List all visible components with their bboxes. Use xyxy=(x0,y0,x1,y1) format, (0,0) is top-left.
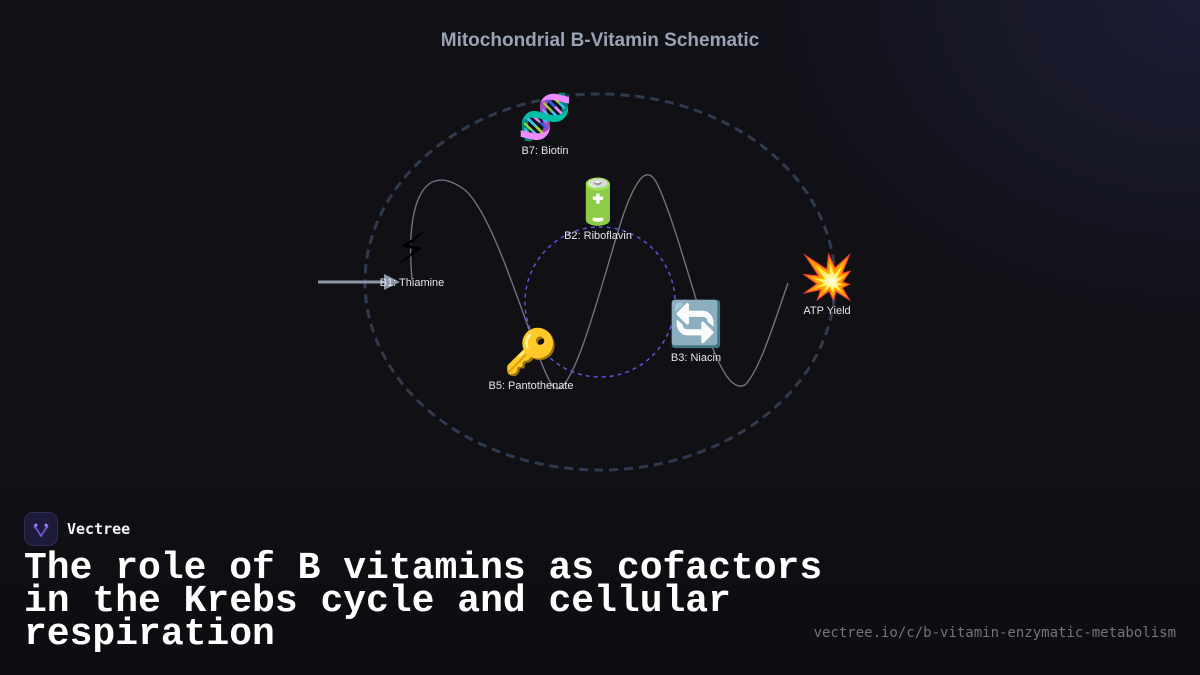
vectree-logo-icon xyxy=(24,512,58,546)
key-icon: 🔑 xyxy=(503,327,559,378)
diagram-title: Mitochondrial B-Vitamin Schematic xyxy=(440,30,760,51)
battery-icon: 🔋 xyxy=(570,177,626,228)
brand[interactable]: Vectree xyxy=(24,512,130,546)
node-label: B3: Niacin xyxy=(670,352,722,364)
node-label: B5: Pantothenate xyxy=(488,380,574,392)
node-label: B7: Biotin xyxy=(521,145,569,157)
node-label: B1: Thiamine xyxy=(379,277,445,289)
headline: The role of B vitamins as cofactors in t… xyxy=(24,547,823,656)
node-b1-thiamine: ⚡ B1: Thiamine xyxy=(332,224,492,290)
page-url[interactable]: vectree.io/c/b-vitamin-enzymatic-metabol… xyxy=(813,625,1176,641)
node-atp-yield: 💥 ATP Yield xyxy=(747,252,907,318)
explosion-icon: 💥 xyxy=(799,252,855,303)
node-b2-riboflavin: 🔋 B2: Riboflavin xyxy=(518,177,678,243)
node-b7-biotin: 🧬 B7: Biotin xyxy=(465,92,625,158)
node-b5-pantothenate: 🔑 B5: Pantothenate xyxy=(451,327,611,393)
brand-name: Vectree xyxy=(67,520,131,538)
matrix-circle xyxy=(524,226,676,378)
lightning-icon: ⚡ xyxy=(396,224,428,275)
cycle-arrows-icon: 🔄 xyxy=(668,299,724,350)
node-b3-niacin: 🔄 B3: Niacin xyxy=(616,299,776,365)
input-arrow-head xyxy=(384,274,400,290)
pathway-wave xyxy=(409,174,789,390)
node-label: B2: Riboflavin xyxy=(564,230,632,242)
node-label: ATP Yield xyxy=(803,305,851,317)
dna-icon: 🧬 xyxy=(517,92,573,143)
